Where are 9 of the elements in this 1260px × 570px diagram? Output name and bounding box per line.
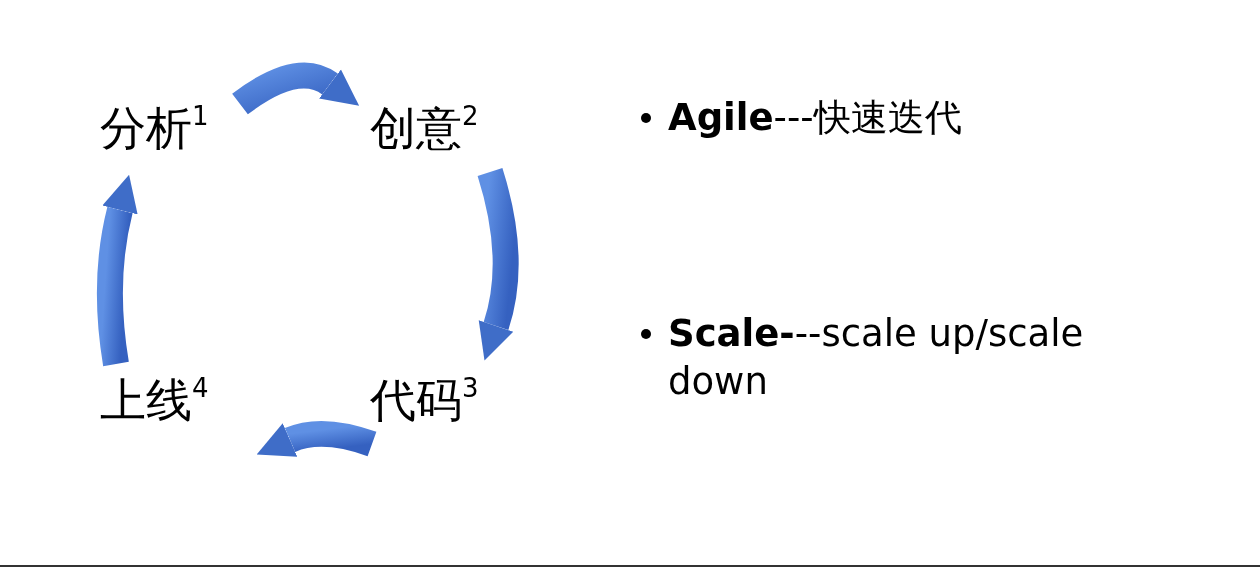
curved-arrow <box>232 62 361 115</box>
stage-label: 代码$^{3}$ <box>358 364 491 444</box>
bullet-text: Scale---scale up/scale down <box>668 311 1085 405</box>
curved-arrow <box>477 168 519 361</box>
curved-arrow <box>96 174 138 366</box>
stage-label: 分析$^{1}$ <box>88 92 221 172</box>
stage-label: 上线$^{4}$ <box>88 364 221 444</box>
bullet-text: Agile---快速迭代 <box>668 95 963 141</box>
stage-label: 创意$^{2}$ <box>358 92 491 172</box>
